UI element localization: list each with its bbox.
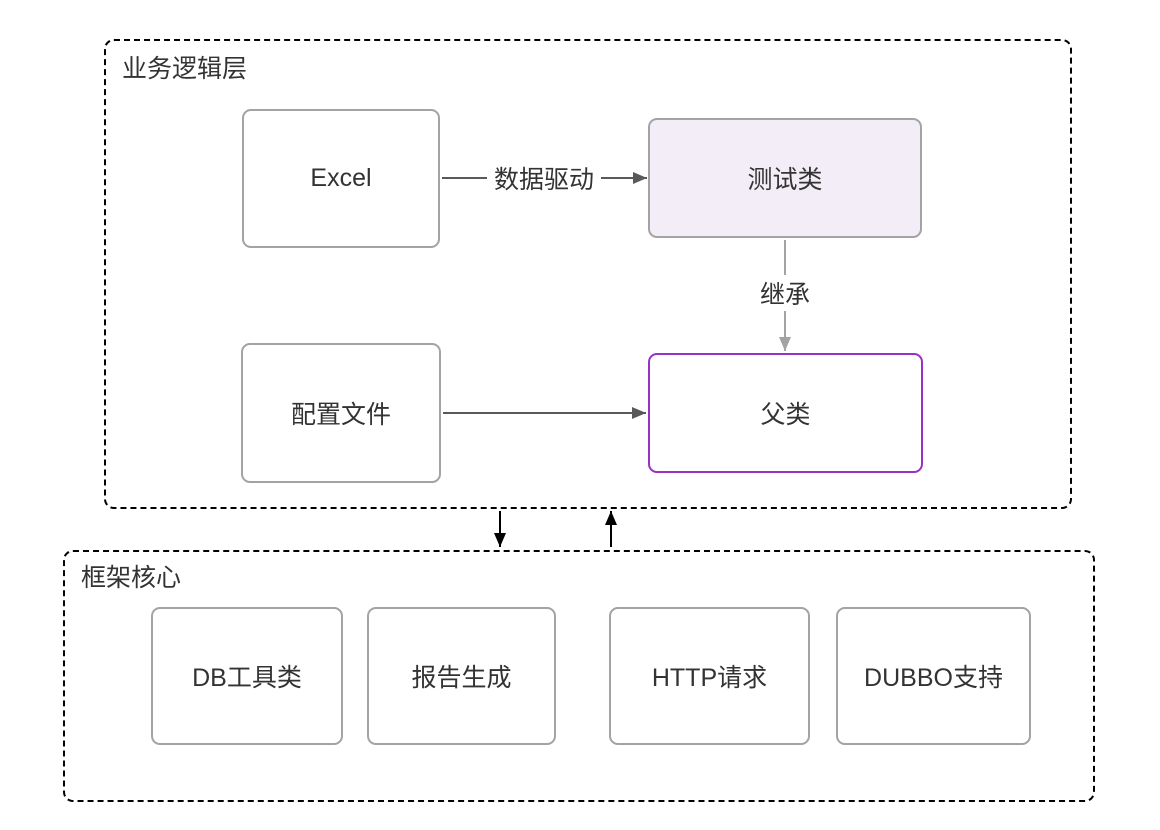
node-db-tools-label: DB工具类	[192, 664, 302, 692]
node-test-class: 测试类	[648, 118, 922, 238]
node-config-file: 配置文件	[241, 343, 441, 483]
core-layer-label: 框架核心	[81, 564, 182, 592]
node-excel-label: Excel	[310, 164, 372, 192]
business-layer-container: 业务逻辑层	[104, 39, 1072, 509]
node-parent-class: 父类	[648, 353, 923, 473]
node-parent-class-label: 父类	[760, 401, 811, 429]
core-layer-container: 框架核心	[63, 550, 1095, 802]
node-test-class-label: 测试类	[747, 166, 823, 194]
node-db-tools: DB工具类	[151, 607, 343, 745]
node-http-request: HTTP请求	[609, 607, 810, 745]
node-http-request-label: HTTP请求	[651, 664, 768, 692]
node-config-file-label: 配置文件	[290, 401, 391, 429]
node-dubbo-support-label: DUBBO支持	[864, 664, 1003, 692]
node-excel: Excel	[242, 109, 440, 248]
edge-label-data-driven: 数据驱动	[486, 160, 602, 196]
node-report-gen: 报告生成	[367, 607, 556, 745]
node-report-gen-label: 报告生成	[411, 664, 512, 692]
edge-label-inherit: 继承	[752, 275, 818, 311]
business-layer-label: 业务逻辑层	[122, 55, 248, 83]
node-dubbo-support: DUBBO支持	[836, 607, 1031, 745]
